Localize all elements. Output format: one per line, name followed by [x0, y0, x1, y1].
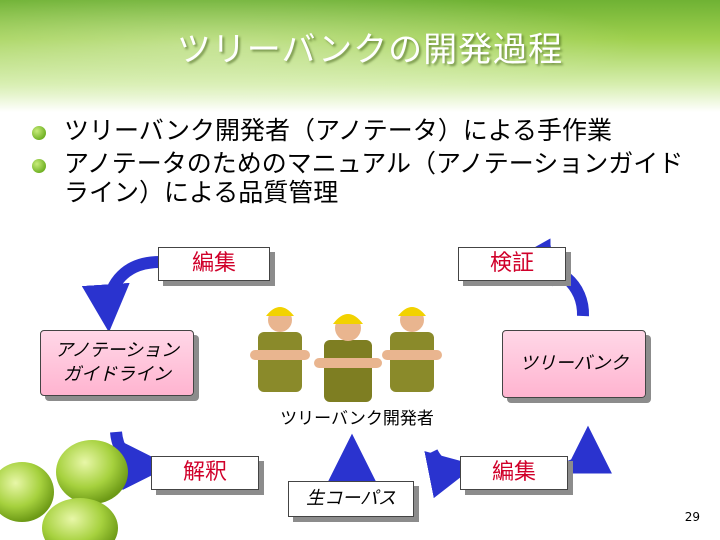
- header-shine: [0, 0, 720, 112]
- treebank-label: ツリーバンク: [519, 353, 629, 374]
- apple-illustration: [0, 440, 128, 540]
- worker-figure: [314, 314, 382, 402]
- analysis-label: 解釈: [182, 460, 227, 485]
- raw-corpus-label: 生コーパス: [306, 488, 396, 509]
- edit-label: 編集: [491, 460, 536, 485]
- worker-illustration: [250, 307, 442, 402]
- apple-icon: [0, 462, 54, 522]
- bullet-dot-icon: [32, 126, 46, 140]
- arrow-icon: [81, 256, 161, 333]
- analysis-box: 解釈: [151, 456, 259, 490]
- guidelines-line2: ガイドライン: [63, 364, 171, 385]
- page-number: 29: [684, 510, 700, 524]
- developers-caption: ツリーバンク開発者: [280, 409, 434, 429]
- arrow-icon: [424, 448, 477, 499]
- bullet-dot-icon: [32, 159, 46, 173]
- bullet-text: アノテータのためのマニュアル（アノテーションガイドライン）による品質管理: [64, 149, 684, 207]
- arrow-icon: [110, 431, 171, 490]
- bullet-item: ツリーバンク開発者（アノテータ）による手作業: [32, 116, 692, 145]
- apple-icon: [42, 498, 118, 540]
- edit-box-bottom: 編集: [460, 456, 568, 490]
- bullet-text: ツリーバンク開発者（アノテータ）による手作業: [64, 116, 613, 145]
- edit-box-top: 編集: [158, 247, 270, 281]
- slide-title: ツリーバンクの開発過程: [176, 30, 564, 70]
- guidelines-box: アノテーション ガイドライン: [40, 330, 194, 396]
- worker-figure: [250, 307, 310, 392]
- edit-label: 編集: [191, 251, 236, 276]
- header-band: [0, 0, 720, 112]
- bullet-list: ツリーバンク開発者（アノテータ）による手作業 アノテータのためのマニュアル（アノ…: [32, 116, 692, 211]
- raw-corpus-box: 生コーパス: [288, 481, 414, 517]
- worker-figure: [382, 307, 442, 392]
- apple-icon: [56, 440, 128, 504]
- verify-label: 検証: [489, 251, 534, 276]
- verify-box: 検証: [458, 247, 566, 281]
- guidelines-line1: アノテーション: [54, 340, 180, 361]
- bullet-item: アノテータのためのマニュアル（アノテーションガイドライン）による品質管理: [32, 149, 692, 207]
- treebank-box: ツリーバンク: [502, 330, 646, 398]
